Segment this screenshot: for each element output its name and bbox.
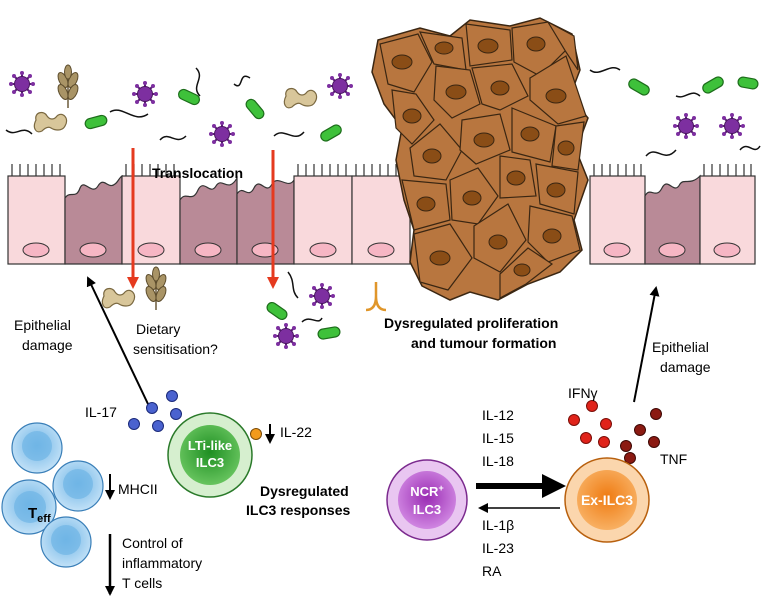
bacteria-icon xyxy=(320,124,342,142)
tnf-dots xyxy=(620,408,662,464)
epithelial-damage-arrow xyxy=(86,276,149,405)
il18-label: IL-18 xyxy=(482,453,514,469)
bacteria-icon xyxy=(233,75,265,120)
tnf-label: TNF xyxy=(660,451,687,467)
ncr-label-2: ILC3 xyxy=(413,502,441,517)
bacteria-icon xyxy=(301,317,341,340)
epithelial-damage-left-label: Epithelial xyxy=(14,317,71,333)
damaged-cell xyxy=(64,174,123,265)
epithelium xyxy=(7,164,756,265)
damaged-cell xyxy=(644,174,701,265)
translocation-label: Translocation xyxy=(152,165,243,181)
lti-like-ilc3-cell xyxy=(167,412,253,498)
healthy-cell xyxy=(293,164,353,265)
healthy-cell xyxy=(7,164,66,265)
bacteria-icon xyxy=(5,129,33,135)
ncr-ilc3-cell xyxy=(386,459,468,541)
bacteria-icon xyxy=(273,131,305,138)
il17-label: IL-17 xyxy=(85,404,117,420)
healthy-cell xyxy=(351,164,411,265)
bacteria-icon xyxy=(675,76,724,98)
lumen-contents xyxy=(5,64,761,157)
il22-dot xyxy=(250,428,262,440)
dysreg-ilc3-label-2: ILC3 responses xyxy=(246,502,350,518)
dysreg-ilc3-label: Dysregulated xyxy=(260,483,349,499)
receptor-icon xyxy=(365,282,387,312)
bacteria-icon xyxy=(177,67,201,106)
il23-label: IL-23 xyxy=(482,540,514,556)
il12-label: IL-12 xyxy=(482,407,514,423)
tumour-mass xyxy=(371,17,589,301)
epithelial-damage-right-label: Epithelial xyxy=(652,339,709,355)
healthy-cell xyxy=(699,164,756,265)
tumour-label: Dysregulated proliferation xyxy=(384,315,558,331)
il1b-label: IL-1β xyxy=(482,517,514,533)
il17-dots xyxy=(128,390,182,432)
bacteria-icon xyxy=(159,135,187,141)
ncr-label: NCR+ xyxy=(410,483,443,499)
epithelial-damage-left-label-2: damage xyxy=(22,337,73,353)
bacteria-icon xyxy=(84,109,149,130)
bacteria-icon xyxy=(739,145,761,151)
bacteria-icon xyxy=(266,271,299,321)
damaged-cell xyxy=(236,177,295,265)
dietary-label: Dietary xyxy=(136,321,180,337)
teff-label: Teff xyxy=(28,505,51,525)
lti-label: LTi-like xyxy=(188,438,232,453)
dietary-label-2: sensitisation? xyxy=(133,341,218,357)
ra-label: RA xyxy=(482,563,502,579)
tumour-label-2: and tumour formation xyxy=(411,335,556,351)
healthy-cell xyxy=(589,164,646,265)
bacteria-icon xyxy=(737,76,759,90)
ex-ilc3-label: Ex-ILC3 xyxy=(581,492,633,508)
translocated-contents xyxy=(101,266,387,350)
control-label-3: T cells xyxy=(122,575,162,591)
mhcii-label: MHCII xyxy=(118,481,158,497)
bacteria-icon xyxy=(645,149,677,157)
ifng-dots xyxy=(568,400,612,448)
il15-label: IL-15 xyxy=(482,430,514,446)
ifng-label: IFNγ xyxy=(568,385,598,401)
teff-cells xyxy=(1,422,104,568)
damaged-cell xyxy=(179,175,238,265)
control-label-2: inflammatory xyxy=(122,555,202,571)
il22-label: IL-22 xyxy=(280,424,312,440)
lti-label-2: ILC3 xyxy=(196,455,224,470)
ex-ilc3-cell xyxy=(564,457,650,543)
bacteria-icon xyxy=(589,67,650,96)
control-label: Control of xyxy=(122,535,183,551)
epithelial-damage-right-label-2: damage xyxy=(660,359,711,375)
epithelial-damage-arrow xyxy=(633,286,660,403)
